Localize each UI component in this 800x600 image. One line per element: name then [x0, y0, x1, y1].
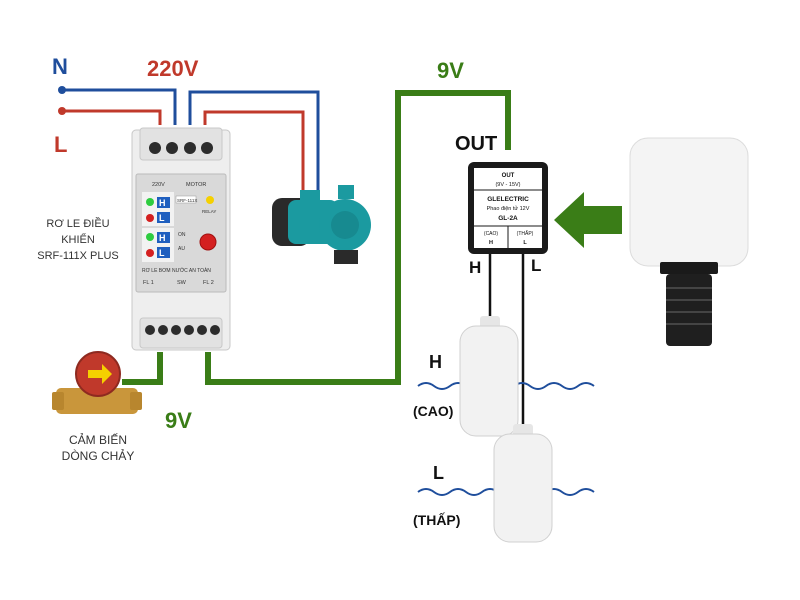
- voltage-9v-bottom-label: 9V: [165, 408, 192, 433]
- neutral-wire: [62, 88, 177, 125]
- relay-motor-label: MOTOR: [186, 182, 206, 188]
- controller-out-range: (9V - 15V): [495, 182, 520, 188]
- controller-brand: GLELECTRIC: [487, 196, 529, 203]
- float-low-icon: [493, 424, 553, 543]
- low-level-caption: (THẤP): [413, 512, 461, 528]
- signal-wires: [122, 90, 511, 385]
- controller-cao: (CAO): [484, 231, 499, 237]
- h-wire-label: H: [469, 258, 482, 277]
- high-level-label: H: [429, 352, 442, 372]
- flow-caption-line-2: DÒNG CHẢY: [61, 449, 135, 463]
- relay-fl1-label: FL 1: [143, 280, 154, 286]
- controller-h: H: [489, 240, 493, 246]
- neutral-label: N: [52, 54, 68, 79]
- voltage-9v-top-label: 9V: [437, 58, 464, 83]
- red-led-icon: [146, 249, 154, 257]
- relay-h1-label: H: [159, 198, 166, 208]
- relay-on-label: ON: [178, 232, 186, 238]
- green-led-icon: [146, 233, 154, 241]
- low-level-label: L: [433, 463, 444, 483]
- relay-module: 220V MOTOR H L H L SRF-111X RELAY ON AU …: [131, 127, 231, 351]
- relay-h2-label: H: [159, 233, 166, 243]
- arrow-left-icon: [554, 192, 622, 248]
- relay-caption: RƠ LE ĐIỀU KHIỂN SRF-111X PLUS: [30, 216, 126, 264]
- relay-l2-label: L: [159, 248, 165, 258]
- red-led-icon: [146, 214, 154, 222]
- relay-220v-label: 220V: [152, 182, 165, 188]
- green-led-icon: [146, 198, 154, 206]
- controller-module: OUT (9V - 15V) GLELECTRIC Phao điện tử 1…: [468, 162, 548, 254]
- controller-thap: (THẤP): [517, 230, 534, 237]
- float-high-icon: [459, 316, 519, 437]
- l-wire-label: L: [531, 256, 542, 275]
- relay-bottom-terminals: [145, 325, 220, 335]
- controller-out-label: OUT: [502, 173, 515, 179]
- float-cables: [488, 254, 525, 428]
- flow-sensor-wire: [122, 352, 163, 385]
- reset-button-icon: [199, 233, 217, 251]
- motor-neutral-wire: [188, 90, 320, 200]
- flow-sensor-icon: [52, 351, 142, 414]
- high-level-caption: (CAO): [413, 403, 454, 419]
- arrow-right-icon: [88, 364, 112, 384]
- relay-bottom-text: RƠ LE BƠM NƯỚC AN TOÀN: [142, 267, 211, 274]
- relay-model-label: SRF-111X: [177, 198, 197, 203]
- controller-model: GL-2A: [498, 215, 518, 222]
- controller-out-wire: [205, 90, 511, 385]
- relay-caption-line-3: SRF-111X PLUS: [37, 250, 119, 262]
- sensor-probe-icon: [629, 137, 749, 346]
- motor-line-wire: [203, 110, 305, 200]
- mains-wires: [58, 86, 320, 200]
- relay-l1-label: L: [159, 213, 165, 223]
- yellow-led-icon: [206, 196, 214, 204]
- relay-led-label: RELAY: [202, 209, 216, 214]
- out-label: OUT: [455, 133, 498, 155]
- line-label: L: [54, 132, 68, 157]
- relay-au-label: AU: [178, 246, 185, 252]
- voltage-220v-label: 220V: [147, 56, 199, 81]
- relay-caption-line-2: KHIỂN: [61, 234, 95, 246]
- relay-caption-line-1: RƠ LE ĐIỀU: [46, 218, 110, 230]
- relay-top-terminals: [149, 142, 213, 154]
- relay-fl2-label: FL 2: [203, 280, 214, 286]
- controller-l: L: [523, 240, 527, 246]
- flow-caption-line-1: CẢM BIẾN: [68, 433, 127, 447]
- relay-sw-label: SW: [177, 280, 187, 286]
- flow-sensor-caption: CẢM BIẾN DÒNG CHẢY: [46, 432, 150, 464]
- line-wire: [62, 109, 162, 125]
- controller-desc: Phao điện tử 12V: [487, 205, 530, 212]
- water-pump-icon: [272, 185, 371, 264]
